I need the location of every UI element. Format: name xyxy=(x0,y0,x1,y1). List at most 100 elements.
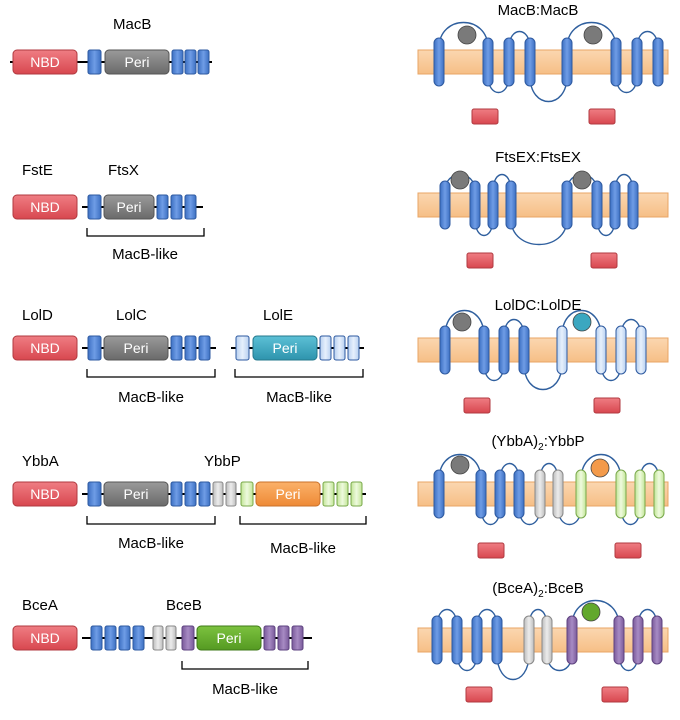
complex-title-ftsex: FtsEX:FtsEX xyxy=(495,149,581,166)
tm-helix xyxy=(87,335,102,361)
nbd-domain xyxy=(12,335,78,361)
tm-helix-cylinder xyxy=(494,469,506,519)
complex-title-ybbap: (YbbA)2:YbbP xyxy=(491,433,584,453)
tm-helix-cylinder xyxy=(561,180,573,230)
macb-like-bracket xyxy=(234,369,364,378)
tm-helix xyxy=(198,481,211,507)
tm-helix-cylinder xyxy=(615,325,627,375)
tm-helix-cylinder xyxy=(498,325,510,375)
tm-helix xyxy=(198,335,211,361)
nbd-label: NBD xyxy=(30,630,60,646)
tm-helix-purple xyxy=(291,625,304,651)
tm-helix-cylinder xyxy=(439,325,451,375)
tm-helix-cylinder xyxy=(634,469,646,519)
tm-helix xyxy=(90,625,103,651)
tm-helix-cylinder xyxy=(609,180,621,230)
tm-helix-cylinder xyxy=(534,469,546,519)
tm-helix-cylinder xyxy=(541,615,553,665)
tm-helix xyxy=(184,49,197,75)
tm-helix-cylinder xyxy=(513,469,525,519)
protein-label-macb: MacB xyxy=(113,16,151,33)
tm-helix-cylinder xyxy=(451,615,463,665)
tm-helix-cylinder xyxy=(552,469,564,519)
peri-domain-ball xyxy=(583,25,603,45)
nbd-box xyxy=(465,686,493,703)
tm-helix-cylinder xyxy=(523,615,535,665)
nbd-domain xyxy=(12,481,78,507)
tm-helix-cylinder xyxy=(487,180,499,230)
tm-helix-cylinder xyxy=(469,180,481,230)
tm-helix-cylinder xyxy=(431,615,443,665)
tm-helix xyxy=(170,481,183,507)
tm-helix-cylinder xyxy=(627,180,639,230)
peri-label: Peri xyxy=(117,199,142,215)
macb-like-label: MacB-like xyxy=(118,389,184,406)
tm-helix-gray xyxy=(165,625,177,651)
nbd-box xyxy=(614,542,642,559)
tm-helix-cylinder xyxy=(503,37,515,87)
tm-helix-gray xyxy=(212,481,224,507)
tm-helix xyxy=(118,625,131,651)
tm-helix-cylinder xyxy=(575,469,587,519)
peri-domain-ball xyxy=(590,458,610,478)
nbd-label: NBD xyxy=(30,486,60,502)
nbd-box xyxy=(588,108,616,125)
loop xyxy=(510,218,568,246)
tm-helix xyxy=(87,49,102,75)
membrane xyxy=(417,337,669,363)
tm-helix-gray xyxy=(225,481,237,507)
protein-label-fste: FstE xyxy=(22,162,53,179)
tm-helix-green xyxy=(240,481,254,507)
tm-helix-light xyxy=(235,335,250,361)
tm-helix-cylinder xyxy=(610,37,622,87)
peri-domain xyxy=(103,194,155,220)
nbd-box xyxy=(471,108,499,125)
nbd-label: NBD xyxy=(30,340,60,356)
nbd-box xyxy=(590,252,618,269)
tm-helix-cylinder xyxy=(631,37,643,87)
macb-like-label: MacB-like xyxy=(266,389,332,406)
peri-domain xyxy=(104,49,170,75)
tm-helix-cylinder xyxy=(471,615,483,665)
tm-helix xyxy=(132,625,145,651)
loop xyxy=(523,363,563,390)
tm-helix-green xyxy=(322,481,335,507)
macb-like-label: MacB-like xyxy=(112,246,178,263)
tm-helix-cylinder xyxy=(561,37,573,87)
tm-helix-green xyxy=(336,481,349,507)
tm-helix-purple xyxy=(263,625,276,651)
protein-label-lolc: LolC xyxy=(116,307,147,324)
tm-helix xyxy=(156,194,169,220)
peri-label: Peri xyxy=(217,630,242,646)
macb-like-bracket xyxy=(239,516,367,525)
tm-helix-light xyxy=(347,335,360,361)
loop xyxy=(529,75,568,102)
membrane xyxy=(417,192,669,218)
tm-helix xyxy=(197,49,210,75)
peri-domain-teal xyxy=(252,335,318,361)
row-bceab: BceA BceB NBD Peri MacB-like xyxy=(12,597,312,698)
peri-domain xyxy=(103,335,169,361)
tm-helix-cylinder xyxy=(653,469,665,519)
nbd-box xyxy=(463,397,491,414)
macb-like-bracket xyxy=(181,661,309,670)
tm-helix-cylinder xyxy=(478,325,490,375)
tm-helix xyxy=(104,625,117,651)
tm-helix xyxy=(171,49,184,75)
tm-helix xyxy=(184,194,197,220)
peri-domain-orange xyxy=(255,481,321,507)
protein-label-ftsx: FtsX xyxy=(108,162,139,179)
tm-helix-cylinder xyxy=(505,180,517,230)
peri-label: Peri xyxy=(273,340,298,356)
macb-like-label: MacB-like xyxy=(270,540,336,557)
peri-domain-green xyxy=(196,625,262,651)
macb-like-bracket xyxy=(86,228,205,237)
tm-helix-cylinder xyxy=(591,180,603,230)
complex-title-bceab: (BceA)2:BceB xyxy=(492,580,583,600)
nbd-box xyxy=(593,397,621,414)
tm-helix-cylinder xyxy=(433,37,445,87)
tm-helix-light xyxy=(319,335,332,361)
nbd-box xyxy=(466,252,494,269)
tm-helix-gray xyxy=(152,625,164,651)
